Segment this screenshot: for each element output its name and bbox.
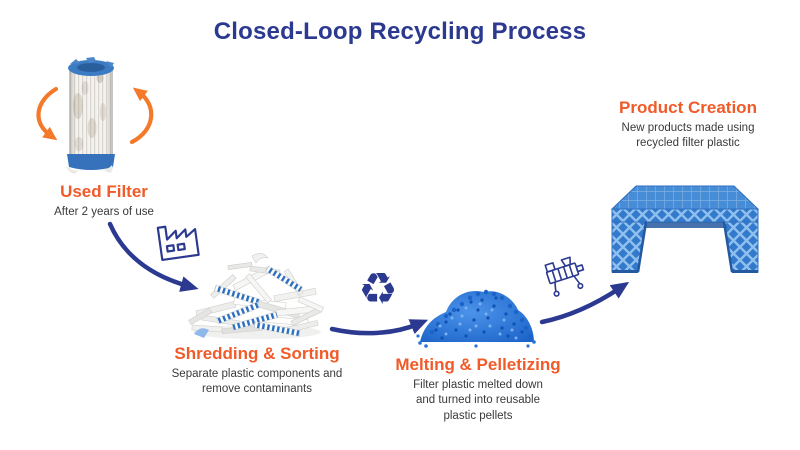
arrow-melting-to-product <box>539 281 630 325</box>
shredding-description: Separate plastic components and remove c… <box>171 368 343 396</box>
shredding-label: Shredding & Sorting <box>174 344 340 363</box>
melting-label: Melting & Pelletizing <box>395 355 561 374</box>
stage-product: Product Creation New products made using… <box>596 98 780 152</box>
molding-machine-icon <box>544 256 585 297</box>
product-description: New products made using recycled filter … <box>621 122 755 150</box>
factory-icon <box>156 225 200 261</box>
rotation-arrows-icon <box>36 86 154 145</box>
recycled-product-image <box>610 185 760 273</box>
stage-used-filter: Used Filter After 2 years of use <box>24 182 184 220</box>
used-filter-image <box>66 57 115 174</box>
recycle-icon: ♻ <box>358 265 398 314</box>
product-label: Product Creation <box>619 98 757 117</box>
used-filter-label: Used Filter <box>60 182 148 201</box>
shredded-plastic-image <box>188 253 325 339</box>
used-filter-description: After 2 years of use <box>54 206 154 218</box>
plastic-pellets-image <box>416 289 536 348</box>
melting-description: Filter plastic melted down and turned in… <box>413 379 543 422</box>
stage-shredding: Shredding & Sorting Separate plastic com… <box>152 344 362 398</box>
stage-melting: Melting & Pelletizing Filter plastic mel… <box>378 355 578 424</box>
page-title: Closed-Loop Recycling Process <box>213 18 587 45</box>
arrow-filter-to-shredding <box>107 221 199 292</box>
arrow-shredding-to-melting <box>329 319 429 336</box>
